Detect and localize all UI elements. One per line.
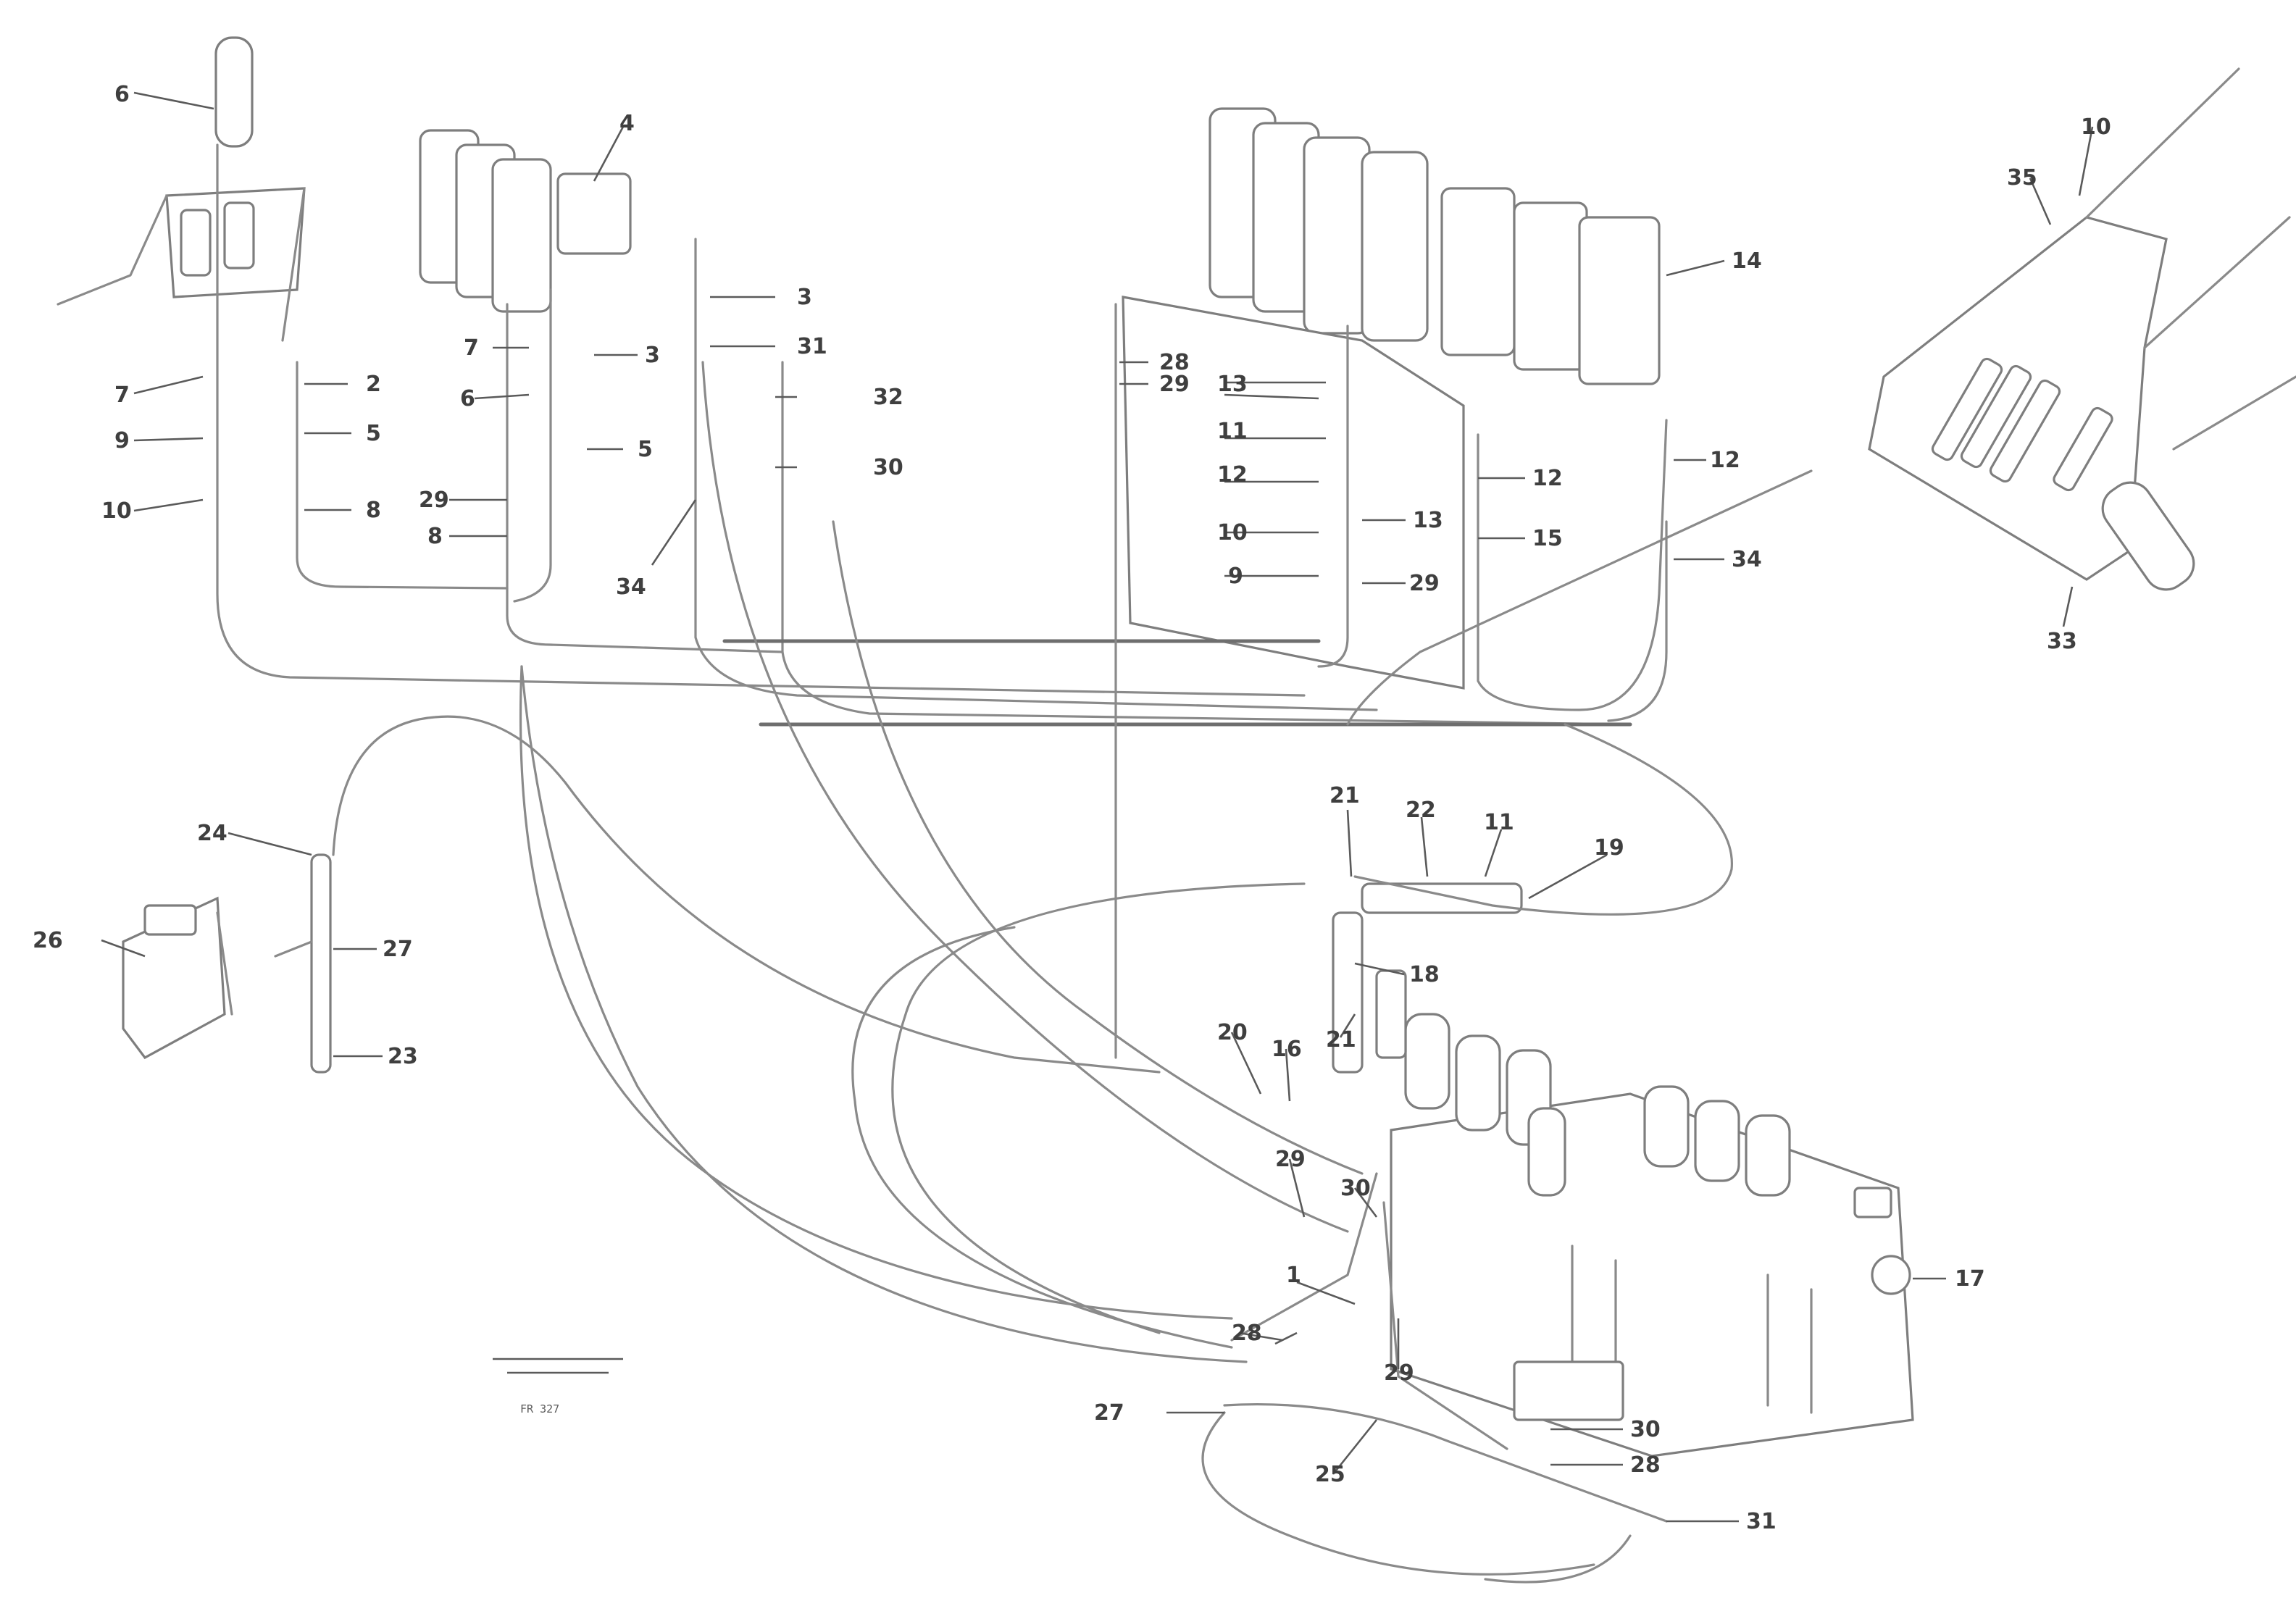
callout-10-c: 10 [2081, 114, 2111, 140]
callout-20: 20 [1217, 1020, 1248, 1045]
fitting-manifold-19 [1332, 882, 1523, 1074]
callout-30: 30 [873, 455, 903, 480]
callout-6-a: 6 [114, 82, 130, 107]
callout-8-a: 8 [366, 498, 381, 523]
callout-28-c: 28 [1630, 1452, 1661, 1478]
callout-2-a: 2 [366, 372, 381, 397]
callout-34-a: 34 [616, 574, 646, 600]
callout-5-b: 5 [638, 437, 653, 462]
callout-21-b: 21 [1326, 1027, 1356, 1053]
callout-22: 22 [1406, 798, 1436, 823]
drawing-reference-code: FR 327 [520, 1402, 559, 1415]
callout-31-a: 31 [797, 334, 827, 359]
pedal-plate-33 [1868, 67, 2296, 591]
callout-29-b: 29 [1159, 372, 1190, 397]
callout-14: 14 [1732, 248, 1762, 274]
callout-30-b: 30 [1340, 1176, 1371, 1201]
main-control-valve-17 [1390, 1013, 1914, 1457]
callout-8-b: 8 [427, 524, 443, 549]
callout-1: 1 [1286, 1263, 1301, 1288]
components [57, 36, 2296, 1457]
callout-16: 16 [1272, 1037, 1302, 1062]
callout-30-c: 30 [1630, 1417, 1661, 1442]
callout-11-a: 11 [1217, 419, 1248, 444]
callout-36: 35 [2007, 165, 2037, 191]
pedal-valve-group-14 [1122, 107, 1661, 690]
pilot-valve-block-4 [419, 129, 632, 313]
callout-3-a: 3 [797, 285, 812, 310]
callout-21-a: 21 [1329, 783, 1360, 808]
callout-25: 25 [1315, 1462, 1345, 1487]
callout-29-d: 29 [1275, 1147, 1306, 1172]
callout-7: 7 [114, 382, 130, 408]
hoses [216, 143, 1813, 1584]
callout-26: 26 [33, 928, 63, 953]
callout-9-b: 9 [1228, 564, 1243, 589]
callout-7-b: 7 [464, 335, 479, 361]
callout-3-b: 3 [645, 343, 660, 368]
callout-29-c: 29 [1409, 571, 1440, 596]
leader-lines [101, 91, 2094, 1523]
control-lever-left [57, 36, 306, 342]
callout-9-a: 9 [114, 428, 130, 453]
callout-27-b: 27 [1094, 1400, 1124, 1426]
callout-6-b: 6 [460, 386, 475, 411]
callout-15: 15 [1532, 526, 1563, 551]
callout-24: 24 [197, 821, 227, 846]
callout-13-b: 13 [1413, 508, 1443, 533]
callout-10-a: 10 [101, 498, 132, 524]
callout-23: 23 [388, 1044, 418, 1069]
callout-19: 19 [1594, 835, 1624, 861]
callout-18: 18 [1409, 962, 1440, 987]
callout-5-a: 5 [366, 421, 381, 446]
callout-27-a: 27 [383, 937, 413, 962]
callout-32: 32 [873, 385, 903, 410]
callout-11-b: 11 [1484, 810, 1514, 835]
callout-13-a: 13 [1217, 372, 1248, 397]
callout-29-e: 29 [1384, 1360, 1414, 1386]
callout-29-a: 29 [419, 488, 449, 513]
callout-12-b: 12 [1532, 466, 1563, 491]
callout-4: 4 [619, 111, 635, 136]
callout-28-a: 28 [1159, 350, 1190, 375]
callout-12-c: 12 [1710, 448, 1740, 473]
callout-33: 33 [2047, 629, 2077, 654]
solenoid-box-26 [122, 853, 332, 1074]
callout-17: 17 [1955, 1266, 1985, 1292]
callout-12-a: 12 [1217, 462, 1248, 488]
callout-labels: 6 4 3 31 32 30 2 5 8 7 9 10 7 3 6 5 29 8… [33, 82, 2111, 1534]
callout-34-b: 34 [1732, 547, 1762, 572]
callout-28-b: 28 [1232, 1321, 1262, 1346]
callout-10-b: 10 [1217, 520, 1248, 545]
drawing-reference-stamp: FR 327 [493, 1358, 623, 1415]
callout-31-b: 31 [1746, 1509, 1777, 1534]
